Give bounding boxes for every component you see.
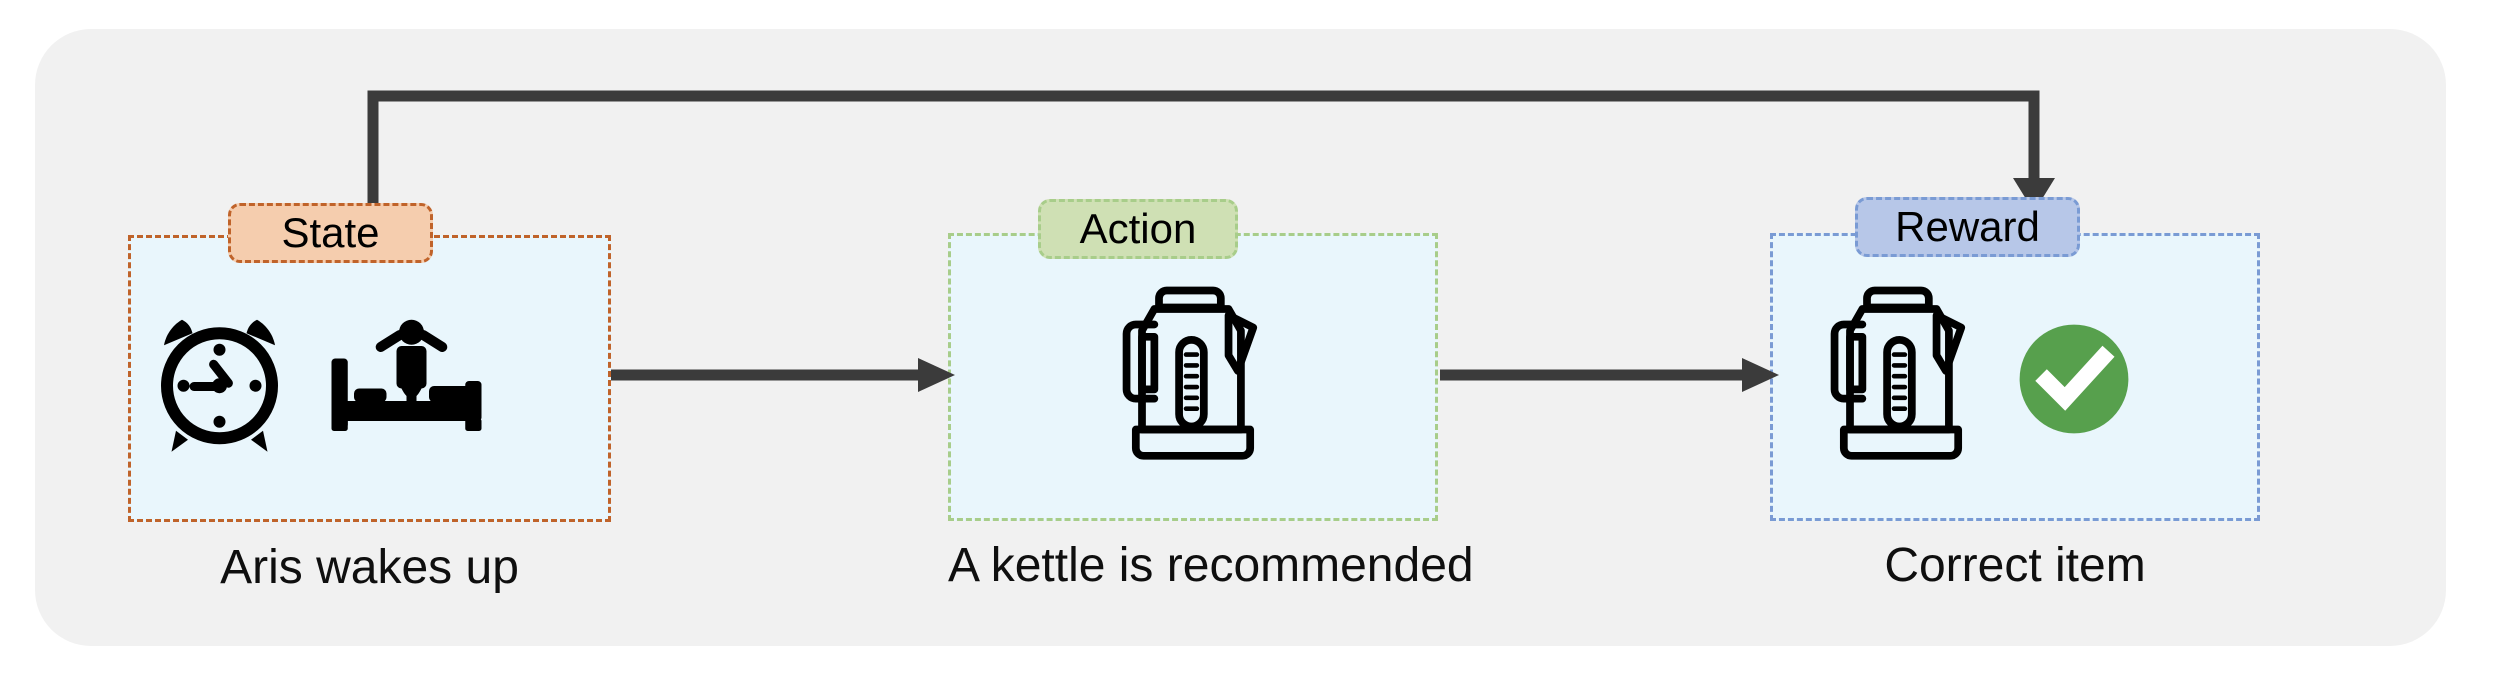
state-caption: Aris wakes up [220,541,519,594]
alarm-clock-icon [152,300,302,458]
state-badge[interactable]: State [228,203,433,263]
person-waking-in-bed-icon [324,316,499,441]
stage-reward: Reward Correct item [1770,197,2260,592]
action-icon-row [948,233,1438,521]
green-check-circle-icon [2016,321,2132,437]
stage-action: Action A kettle is recommended [948,199,1474,592]
action-caption: A kettle is recommended [948,539,1474,592]
action-badge[interactable]: Action [1038,199,1238,259]
state-icon-row [128,235,635,522]
reward-badge[interactable]: Reward [1855,197,2080,257]
reward-caption: Correct item [1884,539,2146,592]
reward-icon-row [1770,233,2306,521]
stage-state: State Aris wakes up [128,203,611,594]
state-panel [128,235,611,522]
electric-kettle-icon [1816,268,1986,486]
electric-kettle-icon [1108,268,1278,486]
